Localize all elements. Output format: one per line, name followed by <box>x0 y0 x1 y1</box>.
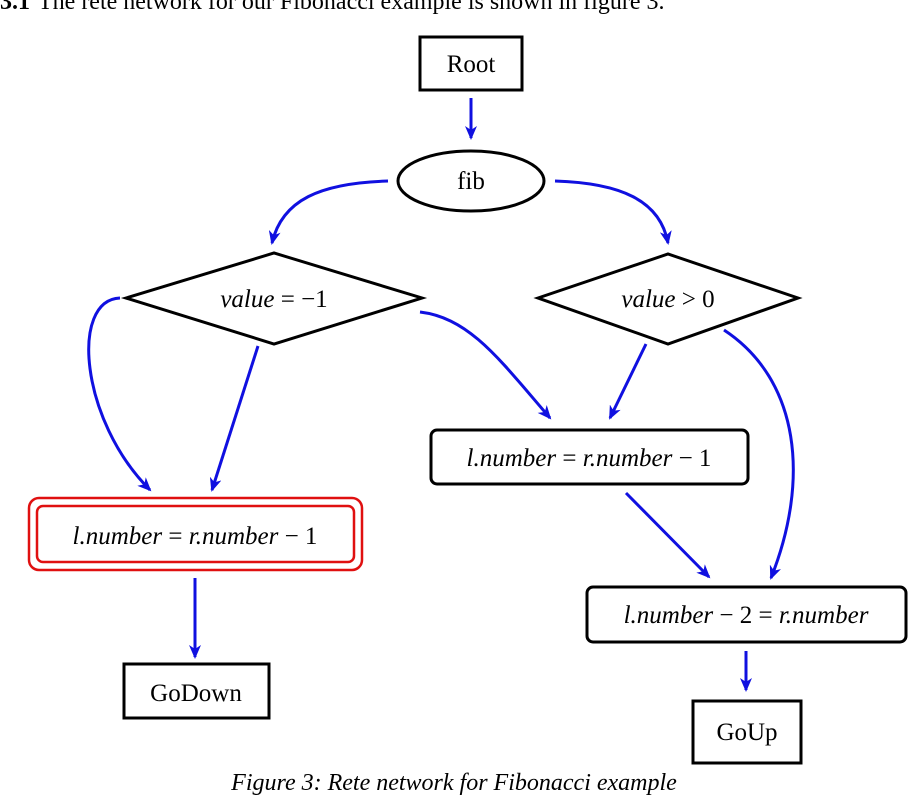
edge-cond-left-join-mid <box>419 310 552 420</box>
node-root-label: Root <box>447 51 496 78</box>
figure-caption: Figure 3: Rete network for Fibonacci exa… <box>231 770 677 796</box>
edge-fib-cond-left <box>268 179 389 245</box>
edge-cond-right-join-mid <box>608 343 648 420</box>
section-heading-text: The rete network for our Fibonacci examp… <box>38 0 665 15</box>
node-cond-right: value > 0 <box>533 252 803 346</box>
node-join-mid: l.number = r.number − 1 <box>429 428 750 486</box>
node-join-right: l.number − 2 = r.number <box>585 585 908 644</box>
node-godown-label: GoDown <box>150 680 242 707</box>
node-cond-left: value = −1 <box>120 251 428 346</box>
node-join-left: l.number = r.number − 1 <box>27 496 364 572</box>
edge-cond-left-join-left-a <box>87 296 152 492</box>
node-root: Root <box>418 35 524 92</box>
section-heading: 3.1 The rete network for our Fibonacci ex… <box>0 0 664 16</box>
node-fib-label: fib <box>457 168 485 195</box>
node-cond-left-label: value = −1 <box>220 286 327 313</box>
edge-join-mid-join-right <box>624 491 711 579</box>
node-goup-label: GoUp <box>716 719 777 746</box>
edge-fib-cond-right <box>554 179 672 245</box>
section-number: 3.1 <box>0 0 30 15</box>
node-join-left-label: l.number = r.number − 1 <box>73 523 318 550</box>
node-join-mid-label: l.number = r.number − 1 <box>467 445 712 472</box>
node-join-right-label: l.number − 2 = r.number <box>624 602 869 629</box>
edge-cond-right-join-right <box>723 328 795 580</box>
node-goup: GoUp <box>691 699 803 765</box>
edge-cond-left-join-left-b <box>209 345 260 492</box>
node-cond-right-label: value > 0 <box>621 286 714 313</box>
node-godown: GoDown <box>122 662 271 720</box>
node-fib: fib <box>396 149 546 213</box>
